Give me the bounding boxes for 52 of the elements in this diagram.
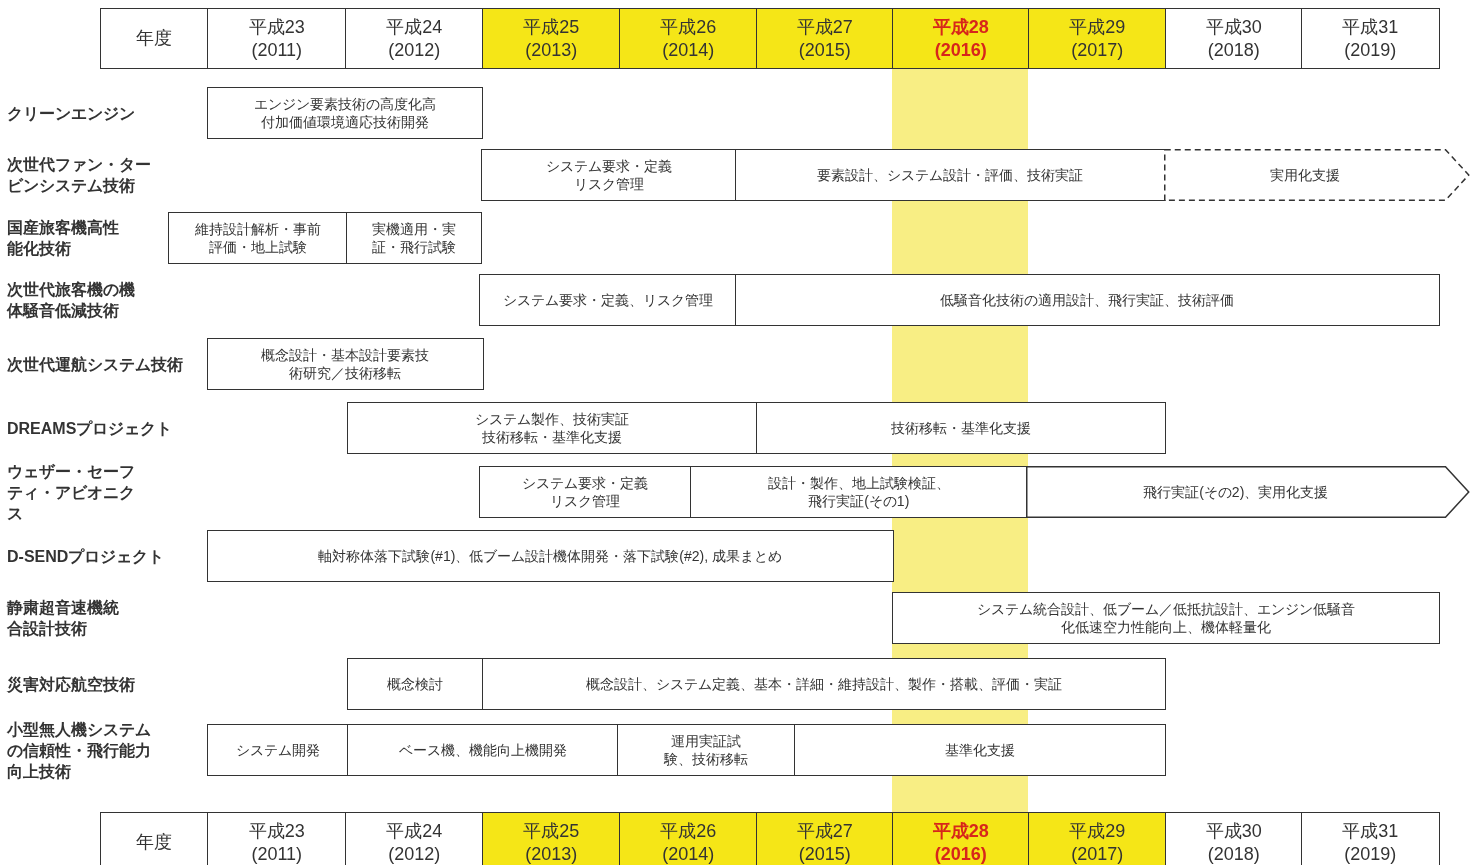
header-cell: 平成25 (2013) <box>482 812 621 865</box>
task-box: システム要求・定義リスク管理 <box>479 466 692 518</box>
header-cell: 平成25 (2013) <box>482 8 621 69</box>
task-box: システム要求・定義、リスク管理 <box>479 274 737 326</box>
row-label: ウェザー・セーフティ・アビオニクス <box>7 466 135 518</box>
header-cell: 年度 <box>100 8 209 69</box>
row-label: 国産旅客機高性能化技術 <box>7 218 119 259</box>
header-cell: 平成26 (2014) <box>619 812 758 865</box>
row-label: DREAMSプロジェクト <box>7 418 173 439</box>
row-label: 次世代旅客機の機体騒音低減技術 <box>7 280 135 321</box>
task-box: システム要求・定義リスク管理 <box>481 149 737 201</box>
header-cell: 平成28 (2016) <box>892 812 1030 865</box>
header-cell: 平成24 (2012) <box>345 8 484 69</box>
header-cell: 平成27 (2015) <box>756 8 894 69</box>
task-box: 実機適用・実証・飛行試験 <box>346 212 482 264</box>
header-cell: 平成30 (2018) <box>1165 8 1303 69</box>
arrow-box: 実用化支援 <box>1164 149 1470 201</box>
header-cell: 平成26 (2014) <box>619 8 758 69</box>
task-box: 概念設計、システム定義、基本・詳細・維持設計、製作・搭載、評価・実証 <box>482 658 1166 710</box>
row-label: D-SENDプロジェクト <box>7 546 165 567</box>
task-box: 低騒音化技術の適用設計、飛行実証、技術評価 <box>735 274 1440 326</box>
task-box: システム開発 <box>207 724 349 776</box>
task-box: システム統合設計、低ブーム／低抵抗設計、エンジン低騒音化低速空力性能向上、機体軽量化 <box>892 592 1440 644</box>
row-label: クリーンエンジン <box>7 103 135 124</box>
task-box: 基準化支援 <box>794 724 1166 776</box>
row-label: 小型無人機システムの信頼性・飛行能力向上技術 <box>7 719 151 782</box>
row-label: 次世代運航システム技術 <box>7 354 183 375</box>
header-cell: 平成23 (2011) <box>207 8 347 69</box>
task-box: 技術移転・基準化支援 <box>756 402 1166 454</box>
header-cell: 平成27 (2015) <box>756 812 894 865</box>
header-cell: 年度 <box>100 812 209 865</box>
row-label: 静粛超音速機統合設計技術 <box>7 598 119 639</box>
task-box: エンジン要素技術の高度化高付加価値環境適応技術開発 <box>207 87 483 139</box>
task-box: 概念検討 <box>347 658 484 710</box>
header-cell: 平成29 (2017) <box>1028 8 1167 69</box>
task-box: 設計・製作、地上試験検証、飛行実証(その1) <box>690 466 1028 518</box>
task-box: ベース機、機能向上機開発 <box>347 724 619 776</box>
header-cell: 平成31 (2019) <box>1301 812 1440 865</box>
header-cell: 平成23 (2011) <box>207 812 347 865</box>
task-box: 要素設計、システム設計・評価、技術実証 <box>735 149 1166 201</box>
task-box: 維持設計解析・事前評価・地上試験 <box>168 212 348 264</box>
header-cell: 平成31 (2019) <box>1301 8 1440 69</box>
header-cell: 平成24 (2012) <box>345 812 484 865</box>
header-cell: 平成29 (2017) <box>1028 812 1167 865</box>
task-box: 軸対称体落下試験(#1)、低ブーム設計機体開発・落下試験(#2), 成果まとめ <box>207 530 894 582</box>
row-label: 災害対応航空技術 <box>7 674 135 695</box>
row-label: 次世代ファン・タービンシステム技術 <box>7 155 151 196</box>
task-box: 運用実証試験、技術移転 <box>617 724 796 776</box>
task-box: 概念設計・基本設計要素技術研究／技術移転 <box>207 338 484 390</box>
header-cell: 平成30 (2018) <box>1165 812 1303 865</box>
header-cell: 平成28 (2016) <box>892 8 1030 69</box>
task-box: システム製作、技術実証技術移転・基準化支援 <box>347 402 758 454</box>
